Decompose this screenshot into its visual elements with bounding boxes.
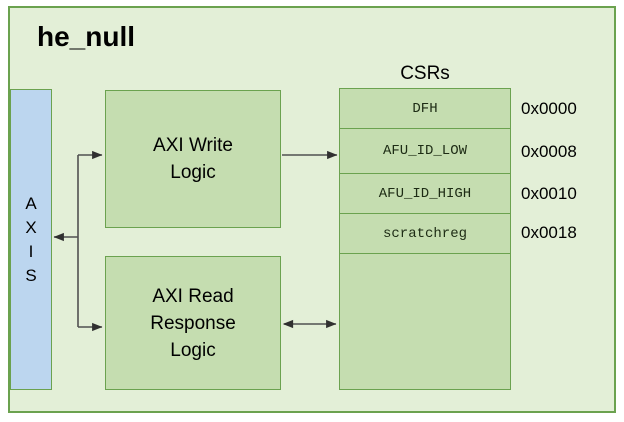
block-axi-read-response-logic: AXI Read Response Logic (105, 256, 281, 390)
csr-address: 0x0018 (521, 223, 577, 242)
csr-address: 0x0000 (521, 99, 577, 118)
csr-row: scratchreg (340, 214, 510, 254)
axis-letter-x: X (25, 217, 37, 237)
csr-table: DFH AFU_ID_LOW AFU_ID_HIGH scratchreg (339, 88, 511, 390)
block-axi-write-logic-label: AXI Write Logic (153, 135, 233, 183)
csr-row: AFU_ID_HIGH (340, 174, 510, 214)
csr-address: 0x0010 (521, 184, 577, 203)
block-axi-read-response-logic-label: AXI Read Response Logic (150, 285, 236, 361)
csr-row: DFH (340, 89, 510, 129)
block-axi-write-logic: AXI Write Logic (105, 90, 281, 228)
module-frame-he-null (8, 6, 616, 413)
axis-port-block: A X I S (10, 89, 52, 390)
axis-letter-a: A (25, 193, 37, 213)
csr-group-label: CSRs (400, 63, 450, 84)
csr-row: AFU_ID_LOW (340, 129, 510, 174)
csr-address: 0x0008 (521, 142, 577, 161)
module-title: he_null (37, 21, 136, 52)
axis-letter-i: I (28, 241, 34, 261)
csr-row (340, 254, 510, 389)
axis-letter-s: S (25, 265, 37, 285)
